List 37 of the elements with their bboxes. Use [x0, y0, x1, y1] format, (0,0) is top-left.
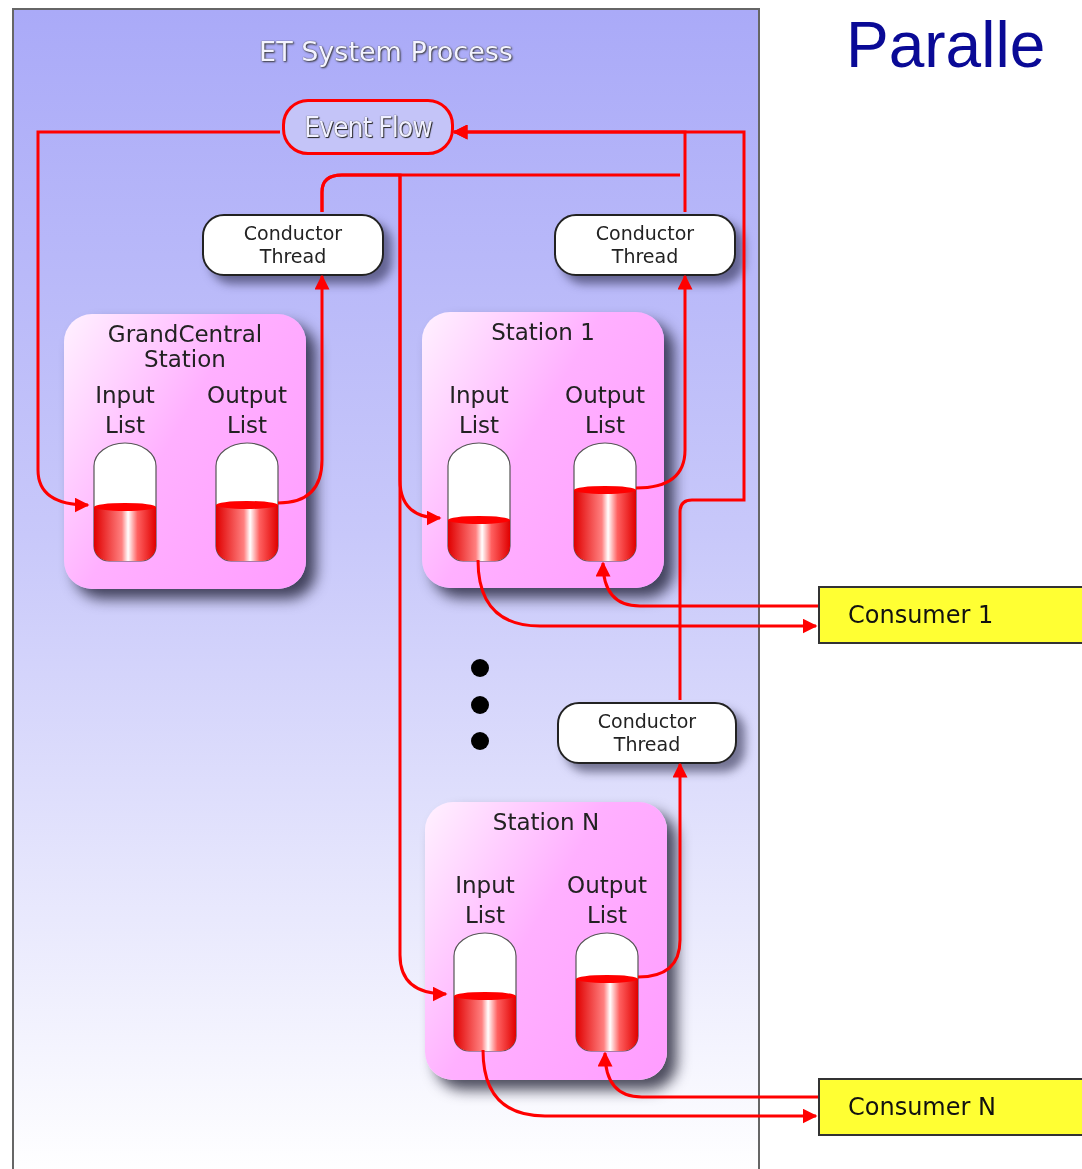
arrow	[277, 274, 330, 505]
consumer-label: Consumer N	[848, 1093, 996, 1121]
panel-title: ET System Process	[259, 36, 513, 67]
thread-label: Conductor Thread	[596, 710, 698, 756]
station-title: Station N	[492, 810, 600, 835]
consumer-box	[818, 1078, 1082, 1136]
conductor-thread-box	[554, 214, 736, 276]
station-title: Station 1	[491, 320, 595, 345]
arrow	[598, 1051, 818, 1099]
conductor-thread-box	[557, 702, 737, 764]
consumer-box	[818, 586, 1082, 644]
slide-title: Paralle	[846, 8, 1046, 82]
list-label: Output List	[564, 381, 646, 440]
arrow	[637, 762, 688, 979]
list-label: Input List	[448, 381, 510, 440]
arrow	[476, 559, 818, 634]
arrow	[481, 1049, 818, 1124]
arrow	[596, 561, 818, 608]
station-box	[422, 312, 664, 588]
arrow	[320, 173, 448, 1001]
event-flow-pill	[282, 99, 454, 155]
thread-label: Conductor Thread	[594, 222, 696, 268]
flow-label: Event Flow	[304, 110, 432, 144]
station-title: GrandCentral Station	[106, 322, 264, 372]
arrow	[635, 274, 693, 490]
list-label: Output List	[566, 871, 648, 930]
list-label: Output List	[206, 381, 288, 440]
consumer-label: Consumer 1	[848, 601, 994, 629]
station-box	[64, 314, 306, 589]
station-box	[425, 802, 667, 1080]
conductor-thread-box	[202, 214, 384, 276]
arrow	[452, 124, 746, 700]
arrow	[36, 130, 280, 513]
thread-label: Conductor Thread	[242, 222, 344, 268]
list-label: Input List	[94, 381, 156, 440]
process-panel	[12, 8, 760, 1169]
list-label: Input List	[454, 871, 516, 930]
